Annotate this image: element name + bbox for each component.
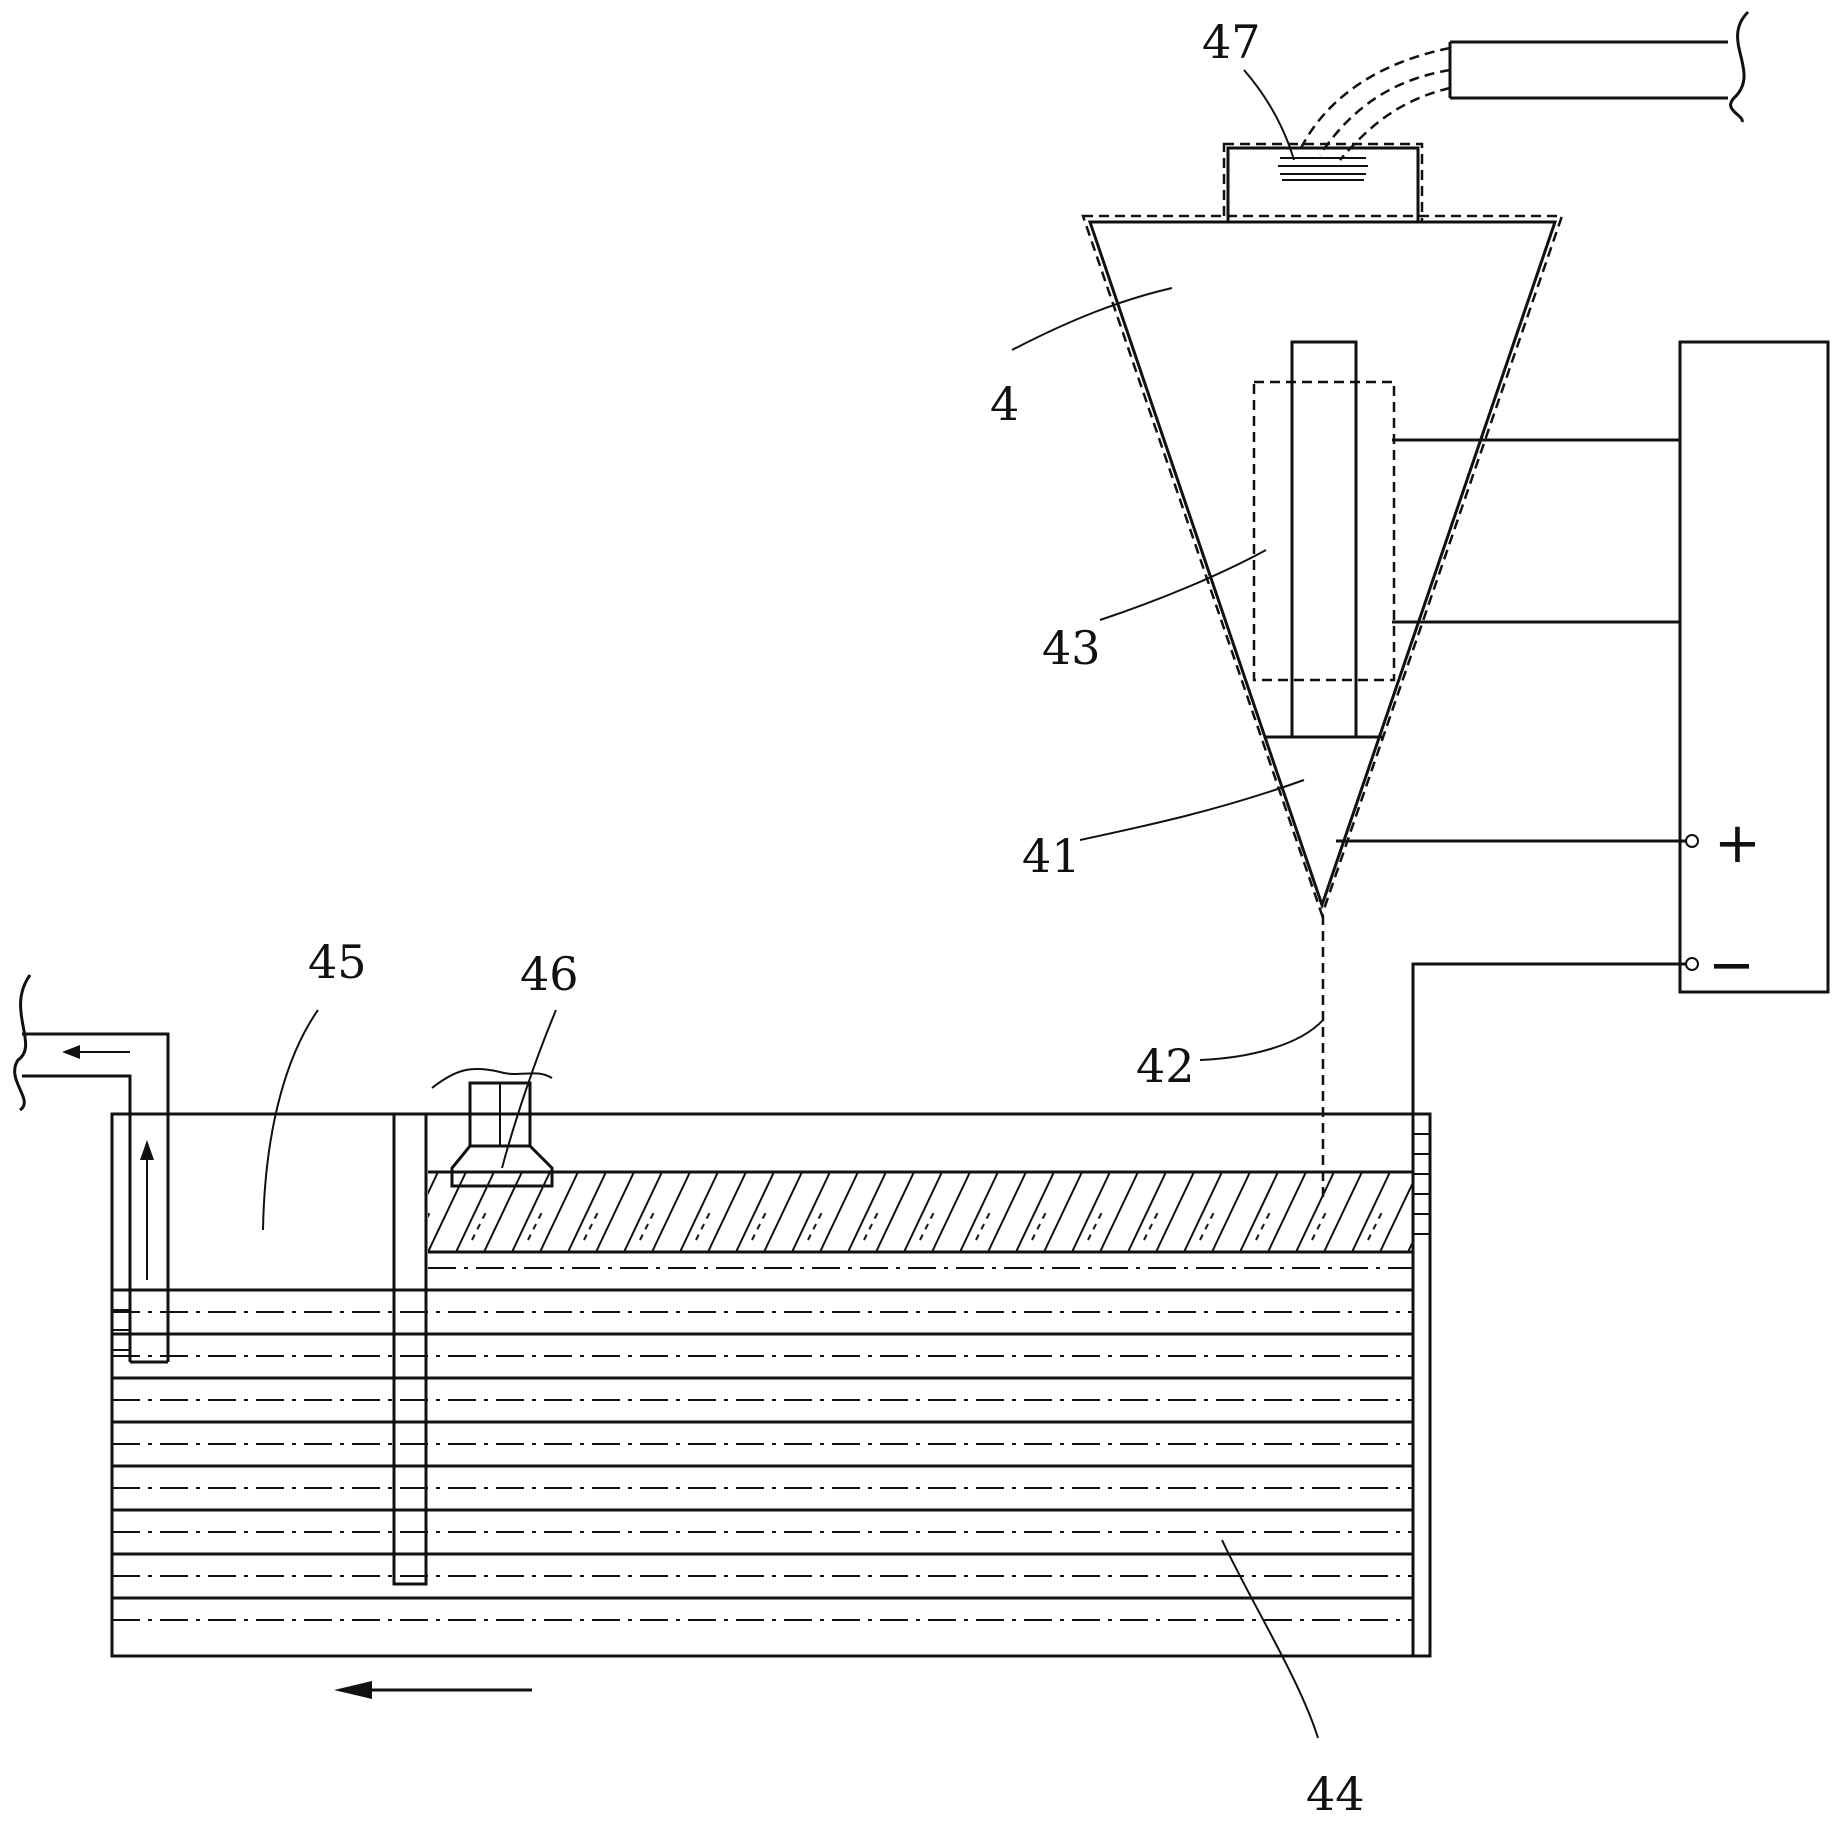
hatch-line (1239, 1172, 1279, 1252)
hatch-line (539, 1172, 579, 1252)
water-tank (13, 974, 1502, 1699)
hatch-dash (1311, 1211, 1327, 1241)
hatch-line (623, 1172, 663, 1252)
heater-element-47 (1278, 157, 1368, 181)
hatch-dash (1480, 1212, 1494, 1240)
hatch-line (847, 1172, 887, 1252)
hatch-line (679, 1172, 719, 1252)
leader-lines (262, 69, 1324, 1739)
label-47: 47 (1202, 15, 1261, 69)
hatch-dash (807, 1211, 823, 1241)
hatch-dash (527, 1211, 543, 1241)
supply-pipe (1298, 10, 1750, 161)
hatch-line (595, 1172, 635, 1252)
label-4: 4 (990, 377, 1019, 431)
spray-nozzle-46 (431, 1068, 554, 1188)
hatch-dash (1143, 1211, 1159, 1241)
hatch-line (763, 1172, 803, 1252)
hatch-line (1099, 1172, 1139, 1252)
hatch-line (428, 1172, 439, 1196)
hatch-line (707, 1172, 747, 1252)
label-44: 44 (1306, 1767, 1365, 1821)
hatch-dash (428, 1211, 431, 1219)
label-43: 43 (1042, 621, 1101, 675)
hatch-line (1183, 1172, 1223, 1252)
label-41: 41 (1022, 829, 1081, 883)
hatch-line (1464, 1172, 1502, 1252)
hatch-line (1155, 1172, 1195, 1252)
hatch-dash (919, 1211, 935, 1241)
hatch-line (903, 1172, 943, 1252)
flow-arrow (334, 1681, 532, 1699)
hatch-line (1015, 1172, 1055, 1252)
reference-labels: 4 43 41 42 45 46 47 44 (308, 15, 1365, 1821)
hatch-line (875, 1172, 915, 1252)
outlet-pipe (13, 974, 170, 1364)
label-46: 46 (520, 947, 579, 1001)
hatch-line (1295, 1172, 1335, 1252)
hatch-dash (1087, 1211, 1103, 1241)
hatch-line (511, 1172, 551, 1252)
hatch-dash (751, 1211, 767, 1241)
tank-wall-ticks (1413, 1133, 1430, 1235)
hatch-line (1211, 1172, 1251, 1252)
hatch-dash (1031, 1211, 1047, 1241)
hatch-dash (583, 1211, 599, 1241)
hatch-dash (975, 1211, 991, 1241)
hatch-line (651, 1172, 691, 1252)
hatch-line (1351, 1172, 1391, 1252)
hatch-line (791, 1172, 831, 1252)
cone-device-4 (1081, 142, 1564, 919)
hatch-dash (1199, 1211, 1215, 1241)
positive-terminal: + (1714, 811, 1761, 876)
hatch-dash (1367, 1211, 1383, 1241)
label-42: 42 (1136, 1039, 1195, 1093)
hatched-layer (428, 1170, 1502, 1254)
hatch-dash (471, 1211, 487, 1241)
hatch-line (819, 1172, 859, 1252)
hatch-dash (639, 1211, 655, 1241)
hatch-line (931, 1172, 971, 1252)
power-supply: + − (1336, 340, 1830, 1114)
hatch-dash (1255, 1211, 1271, 1241)
hatch-line (455, 1172, 495, 1252)
tank-outline (110, 1112, 1432, 1658)
hatch-line (483, 1172, 523, 1252)
hatch-line (428, 1172, 467, 1252)
hatch-line (987, 1172, 1027, 1252)
hatch-line (1267, 1172, 1307, 1252)
hatch-dash (695, 1211, 711, 1241)
negative-terminal: − (1708, 933, 1755, 998)
hatch-line (735, 1172, 775, 1252)
label-45: 45 (308, 935, 367, 989)
hatch-line (959, 1172, 999, 1252)
hatch-line (1379, 1180, 1413, 1252)
hatch-line (567, 1172, 607, 1252)
hatch-line (1323, 1172, 1363, 1252)
hatch-dash (863, 1211, 879, 1241)
partition-wall (392, 1112, 428, 1586)
hatch-line (1071, 1172, 1111, 1252)
water-layers (112, 1267, 1413, 1621)
hatch-line (1127, 1172, 1167, 1252)
hatch-line (1043, 1172, 1083, 1252)
hatch-line (1436, 1172, 1474, 1252)
